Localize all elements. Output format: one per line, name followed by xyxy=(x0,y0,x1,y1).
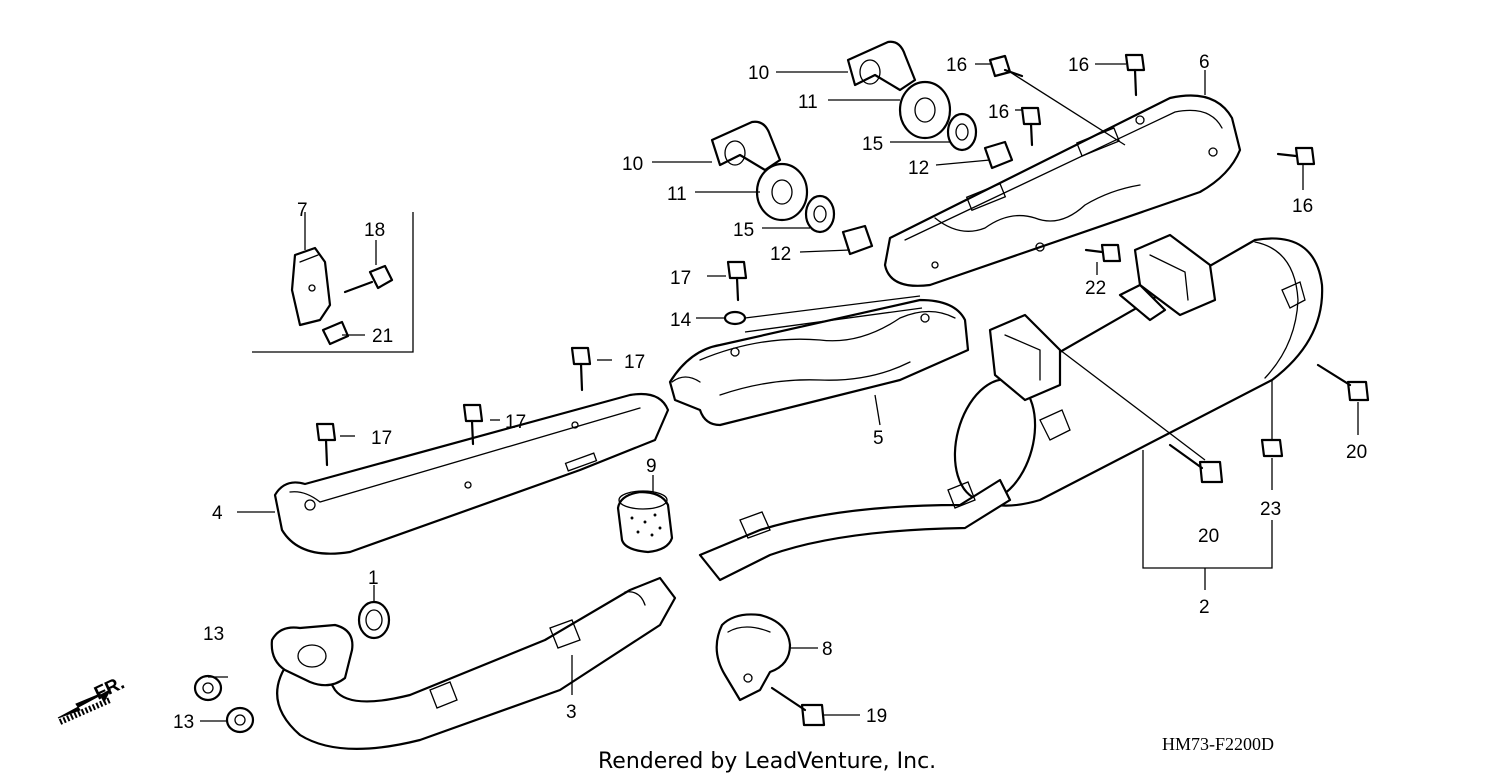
front-direction-arrow: FR. xyxy=(57,673,128,725)
part-21-collar[interactable] xyxy=(321,320,350,346)
callout-9: 9 xyxy=(646,456,657,477)
callout-11-upper: 11 xyxy=(798,92,818,113)
part-12-collar-upper[interactable] xyxy=(983,140,1014,170)
part-3-exhaust-pipe[interactable] xyxy=(270,576,677,750)
part-20-bolt-a[interactable] xyxy=(1316,363,1370,402)
callout-17-b: 17 xyxy=(624,352,645,373)
part-17-bolt-a[interactable] xyxy=(726,260,748,302)
callout-13-b: 13 xyxy=(173,712,194,733)
part-7-clip[interactable] xyxy=(290,246,332,327)
callout-10-upper: 10 xyxy=(748,63,769,84)
callout-12-upper: 12 xyxy=(908,158,929,179)
part-22-bolt[interactable] xyxy=(1084,243,1122,263)
inset-bracket-line xyxy=(252,212,414,353)
figure-code: HM73-F2200D xyxy=(1162,734,1274,754)
part-10-mount-bracket-lower[interactable] xyxy=(710,120,782,172)
part-8-band-clamp[interactable] xyxy=(715,613,792,702)
callout-8: 8 xyxy=(822,639,833,660)
callout-15-lower: 15 xyxy=(733,220,754,241)
part-17-bolt-d[interactable] xyxy=(315,422,337,467)
callout-22: 22 xyxy=(1085,278,1106,299)
callout-6: 6 xyxy=(1199,52,1210,73)
part-15-washer-upper[interactable] xyxy=(946,112,978,152)
part-16-bolt-a[interactable] xyxy=(988,54,1024,78)
part-14-washer[interactable] xyxy=(723,310,747,326)
part-16-bolt-c[interactable] xyxy=(1020,106,1042,147)
part-6-upper-heat-shield[interactable] xyxy=(883,94,1242,287)
part-16-bolt-d[interactable] xyxy=(1276,146,1316,166)
leader-lines xyxy=(200,63,1359,722)
callout-16-a: 16 xyxy=(946,55,967,76)
part-20-bolt-b[interactable] xyxy=(1168,443,1224,484)
callout-20-a: 20 xyxy=(1346,442,1367,463)
part-2-muffler[interactable] xyxy=(698,233,1324,582)
part-11-rubber-mount-upper[interactable] xyxy=(898,80,952,140)
part-9-exhaust-gasket[interactable] xyxy=(616,490,674,554)
part-19-bolt[interactable] xyxy=(770,686,826,727)
front-direction-label: FR. xyxy=(91,673,128,705)
callout-15-upper: 15 xyxy=(862,134,883,155)
callout-21: 21 xyxy=(372,326,393,347)
callout-10-lower: 10 xyxy=(622,154,643,175)
part-17-bolt-c[interactable] xyxy=(462,403,484,446)
part-13-nut-b[interactable] xyxy=(225,706,255,734)
callout-3: 3 xyxy=(566,702,577,723)
part-4-front-heat-shield[interactable] xyxy=(273,392,670,555)
part-5-mid-heat-shield[interactable] xyxy=(668,298,970,427)
callout-23: 23 xyxy=(1260,499,1281,520)
callout-16-d: 16 xyxy=(1292,196,1313,217)
callout-14: 14 xyxy=(670,310,692,331)
part-23-plug[interactable] xyxy=(1260,438,1284,458)
callout-11-lower: 11 xyxy=(667,184,687,205)
part-1-gasket[interactable] xyxy=(357,600,391,640)
callout-20-b: 20 xyxy=(1198,526,1219,547)
callout-12-lower: 12 xyxy=(770,244,791,265)
callout-2: 2 xyxy=(1199,597,1210,618)
part-15-washer-lower[interactable] xyxy=(804,194,836,234)
callout-17-c: 17 xyxy=(505,412,526,433)
callout-1: 1 xyxy=(368,568,379,589)
callout-4: 4 xyxy=(212,503,223,524)
callout-19: 19 xyxy=(866,706,887,727)
callout-17-d: 17 xyxy=(371,428,392,449)
callout-16-c: 16 xyxy=(988,102,1009,123)
callout-7: 7 xyxy=(297,200,308,221)
part-13-nut-a[interactable] xyxy=(193,674,223,702)
callout-13-a: 13 xyxy=(203,624,224,645)
part-18-bolt[interactable] xyxy=(343,264,394,294)
part-17-bolt-b[interactable] xyxy=(570,346,592,392)
part-12-collar-lower[interactable] xyxy=(841,224,874,256)
callout-5: 5 xyxy=(873,428,884,449)
footer-credit: Rendered by LeadVenture, Inc. xyxy=(598,749,936,774)
callout-16-b: 16 xyxy=(1068,55,1089,76)
callout-18: 18 xyxy=(364,220,385,241)
part-10-mount-bracket-upper[interactable] xyxy=(846,40,917,92)
part-16-bolt-b[interactable] xyxy=(1124,53,1146,97)
part-11-rubber-mount-lower[interactable] xyxy=(755,162,809,222)
callout-17-a: 17 xyxy=(670,268,691,289)
